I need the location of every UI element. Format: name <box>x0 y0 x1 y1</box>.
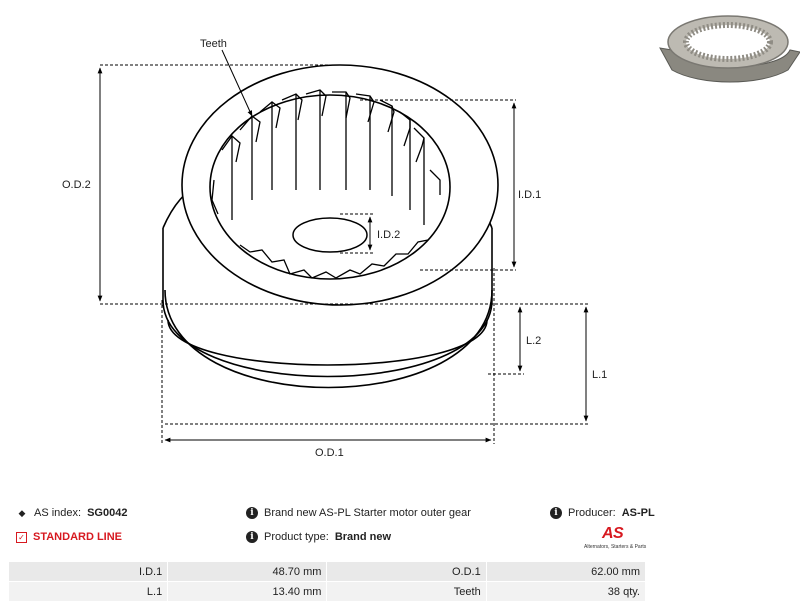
spec-label: Teeth <box>326 581 487 602</box>
as-index-label: AS index: <box>34 507 82 519</box>
standard-line-label: STANDARD LINE <box>33 531 123 543</box>
spec-label: O.D.1 <box>326 561 487 582</box>
gear-ring <box>181 64 499 306</box>
description-row: i Brand new AS-PL Starter motor outer ge… <box>246 507 471 519</box>
as-index-row: ◆ AS index: SG0042 <box>16 507 128 519</box>
label-od2: O.D.2 <box>62 179 91 191</box>
asl-logo: AS Alternators, Starters & Parts <box>584 525 652 555</box>
table-row: I.D.1 48.70 mm O.D.1 62.00 mm <box>7 561 647 582</box>
producer-value: AS-PL <box>621 507 655 519</box>
logo-mark: AS <box>602 525 624 542</box>
spec-label: L.1 <box>7 581 169 602</box>
checkbox-icon: ✓ <box>16 531 27 543</box>
standard-line-row: ✓ STANDARD LINE <box>16 531 122 543</box>
label-id1: I.D.1 <box>518 189 541 201</box>
specs-table: I.D.1 48.70 mm O.D.1 62.00 mm L.1 13.40 … <box>7 561 647 602</box>
spec-value: 13.40 mm <box>167 581 328 602</box>
spec-label: I.D.1 <box>7 561 169 582</box>
inner-bore <box>292 217 368 253</box>
product-type-value: Brand new <box>334 531 392 543</box>
table-row: L.1 13.40 mm Teeth 38 qty. <box>7 581 647 602</box>
spec-value: 62.00 mm <box>485 561 647 582</box>
logo-tagline: Alternators, Starters & Parts <box>584 544 647 550</box>
technical-drawing: Teeth O.D.2 I.D.1 I.D.2 L.2 L.1 O.D.1 <box>62 15 800 459</box>
info-icon: i <box>550 507 562 519</box>
gear-teeth <box>211 89 441 279</box>
label-id2: I.D.2 <box>377 229 400 241</box>
spec-value: 48.70 mm <box>167 561 328 582</box>
product-type-label: Product type: <box>264 531 329 543</box>
tag-icon: ◆ <box>18 508 26 518</box>
product-description: Brand new AS-PL Starter motor outer gear <box>264 507 471 519</box>
spec-value: 38 qty. <box>485 581 647 602</box>
info-icon: i <box>246 531 258 543</box>
label-l2: L.2 <box>526 335 541 347</box>
label-od1: O.D.1 <box>315 447 344 459</box>
info-icon: i <box>246 507 258 519</box>
label-l1: L.1 <box>592 369 607 381</box>
product-type-row: i Product type: Brand new <box>246 531 391 543</box>
dimension-lines <box>97 49 590 444</box>
product-photo <box>659 15 800 83</box>
label-teeth: Teeth <box>200 38 227 50</box>
producer-row: i Producer: AS-PL <box>550 507 655 519</box>
producer-label: Producer: <box>568 507 616 519</box>
as-index-value: SG0042 <box>87 507 128 519</box>
